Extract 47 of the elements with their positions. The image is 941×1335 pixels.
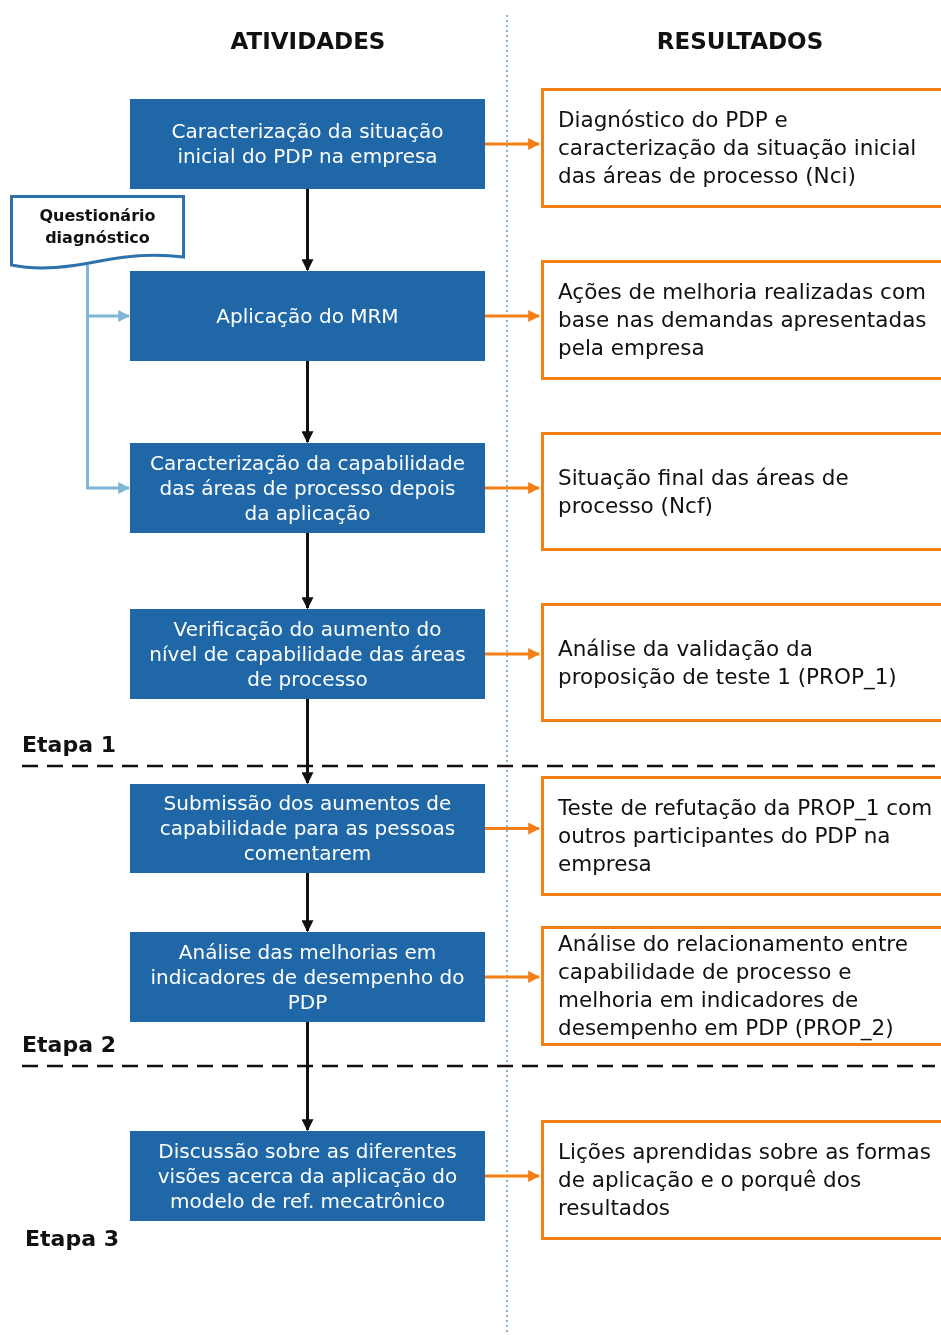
activity-box xyxy=(130,271,485,361)
activity-box xyxy=(130,443,485,533)
result-box xyxy=(541,1120,941,1240)
arrow xyxy=(301,873,314,933)
node-text: Teste de refutação da PROP_1 com outros participantes do PDP na empresa xyxy=(558,794,934,878)
node-text: Verificação do aumento do nível de capabilidade das áreas de processo xyxy=(148,616,467,692)
node-text: Diagnóstico do PDP e caracterização da situação inicial das áreas de processo (Nci) xyxy=(558,106,918,190)
node-text: Caracterização da situação inicial do PDP na empresa xyxy=(170,119,445,169)
arrow xyxy=(485,822,541,835)
node-text: Caracterização da capabilidade das áreas de processo depois da aplicação xyxy=(148,450,467,526)
node-text: Análise do relacionamento entre capabilidade de processo e melhoria em indicadores de desempenho em PDP (PROP_2) xyxy=(558,930,909,1042)
stage-label: Etapa 2 xyxy=(22,1032,116,1057)
arrow xyxy=(485,482,541,494)
activity-box xyxy=(130,99,485,189)
node-text: Questionário diagnóstico xyxy=(38,205,157,249)
node-text: Situação final das áreas de processo (Ncf) xyxy=(558,463,850,520)
node-text: Lições aprendidas sobre as formas de aplicação e o porquê dos resultados xyxy=(558,1138,932,1222)
arrow xyxy=(301,699,314,785)
result-box xyxy=(541,88,941,208)
result-box xyxy=(541,603,941,722)
result-box xyxy=(541,926,941,1046)
arrow xyxy=(301,533,314,610)
arrow xyxy=(301,1022,314,1132)
stage-label: Etapa 1 xyxy=(22,732,116,757)
node-text: Análise da validação da proposição de teste 1 (PROP_1) xyxy=(558,634,898,691)
stage-label: Etapa 3 xyxy=(25,1226,119,1251)
result-box xyxy=(541,432,941,551)
activity-box xyxy=(130,784,485,873)
node-text: Discussão sobre as diferentes visões acerca da aplicação do modelo de ref. mecatrônico xyxy=(156,1138,459,1214)
arrow xyxy=(485,648,541,660)
arrow xyxy=(301,361,314,444)
arrow xyxy=(301,189,314,272)
result-box xyxy=(541,776,941,896)
node-text: Submissão dos aumentos de capabilidade para as pessoas comentarem xyxy=(158,791,457,866)
node-text: Aplicação do MRM xyxy=(216,303,399,329)
arrow xyxy=(485,971,541,983)
arrow xyxy=(485,310,541,322)
node-text: Ações de melhoria realizadas com base nas demandas apresentadas pela empresa xyxy=(558,278,928,362)
node-text: Análise das melhorias em indicadores de desempenho do PDP xyxy=(149,939,466,1015)
column-heading: ATIVIDADES xyxy=(230,28,386,54)
activity-box xyxy=(130,1131,485,1221)
activity-box xyxy=(130,932,485,1022)
result-box xyxy=(541,260,941,380)
column-heading: RESULTADOS xyxy=(656,28,824,54)
arrow xyxy=(485,1170,541,1182)
arrow xyxy=(485,138,541,150)
activity-box xyxy=(130,609,485,699)
